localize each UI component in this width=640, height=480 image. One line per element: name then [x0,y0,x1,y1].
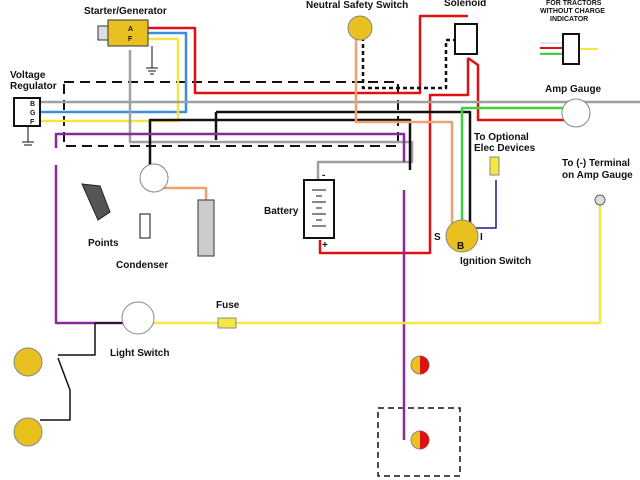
fuse [217,317,237,329]
rear-light-lens [420,356,429,449]
label-amp-gauge: Amp Gauge [545,84,602,95]
wire-green [460,106,572,228]
wire-gray-battery [128,50,414,180]
label-bat-minus: - [322,170,325,181]
ring-terminal [594,194,606,206]
neutral-safety-switch [347,15,373,41]
wire-black-points [148,118,412,170]
optional-connector [489,156,500,176]
wire-orange-neutral [354,30,454,228]
light-switch [121,301,155,335]
label-starter-generator: Starter/Generator [84,6,167,17]
wire-black-neutral [361,30,456,90]
condenser [139,213,151,239]
label-condenser: Condenser [116,260,168,271]
label-gen-f: F [128,36,133,43]
coil [139,163,169,193]
label-bat-plus: + [322,240,328,251]
wire-yellow-fuse [150,205,602,325]
solenoid [454,23,478,55]
label-optional-1: To Optional [474,132,529,143]
connector-block [562,33,580,65]
label-solenoid: Solenoid [444,0,486,9]
label-points: Points [88,238,119,249]
label-fuse: Fuse [216,300,240,311]
wire-navy [470,180,497,229]
points [81,183,111,221]
label-neg-term-2: on Amp Gauge [562,170,633,181]
wire-black [214,110,472,228]
wire-black-lights [40,322,125,421]
note-line-1: FOR TRACTORS [546,0,602,7]
label-regulator: Regulator [10,81,57,92]
label-ign-b: B [457,241,464,252]
headlight [13,417,43,447]
harness-boundary [63,81,399,147]
label-ign-s: S [434,232,441,243]
wire-red-battery [318,58,470,255]
battery [303,179,335,239]
label-optional-2: Elec Devices [474,143,536,154]
label-light-switch: Light Switch [110,348,169,359]
headlight [13,347,43,377]
wire-yellow-gen [40,37,180,123]
label-voltage: Voltage [10,70,46,81]
note-line-3: INDICATOR [550,16,588,23]
label-ign-i: I [480,232,483,243]
note-line-2: WITHOUT CHARGE [540,8,605,15]
label-gen-a: A [128,26,133,33]
battery-cells [312,189,326,227]
spark-plug [197,199,215,257]
amp-gauge [561,98,591,128]
wire-red-amp [467,56,570,122]
wire-purple [54,132,406,440]
label-ignition-switch: Ignition Switch [460,256,531,267]
label-neutral-safety-switch: Neutral Safety Switch [306,0,408,11]
ground-icon [22,126,34,146]
wire-red-main [148,14,468,95]
label-reg-g: G [30,110,36,117]
wire-orange-coil [160,186,208,200]
label-neg-term-1: To (-) Terminal [562,158,630,169]
label-reg-f: F [30,119,35,126]
wire-blue [40,31,188,114]
label-reg-b: B [30,101,35,108]
ignition-switch [445,219,479,253]
voltage-regulator [13,97,41,127]
ground-icon [146,46,158,75]
label-battery: Battery [264,206,299,217]
rear-light-box [377,407,461,477]
generator-pulley [97,25,109,41]
